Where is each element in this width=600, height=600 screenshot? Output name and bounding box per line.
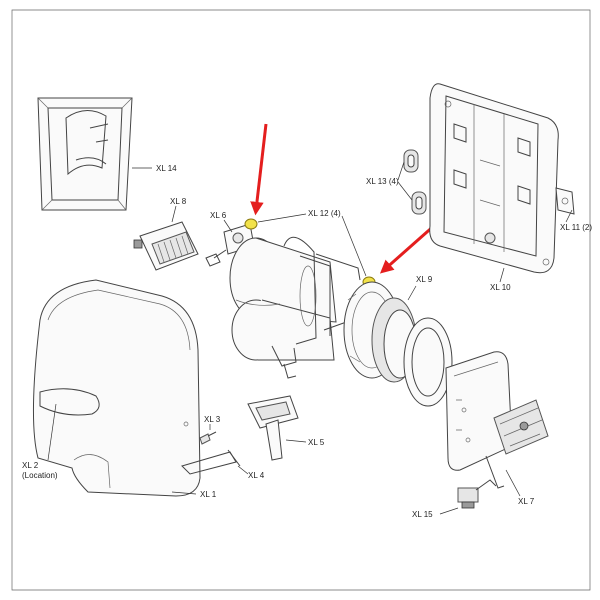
fan-ring-part bbox=[343, 281, 453, 407]
dryer-cover-part bbox=[32, 279, 201, 497]
label-xl9: XL 9 bbox=[416, 275, 433, 284]
highlighted-screw-left bbox=[244, 218, 258, 230]
mounting-clip-part bbox=[555, 187, 575, 215]
label-xl2-location: (Location) bbox=[22, 471, 58, 480]
motor-housing-part bbox=[229, 236, 361, 379]
label-xl5: XL 5 bbox=[308, 438, 325, 447]
label-xl4: XL 4 bbox=[248, 471, 265, 480]
wire-bracket-part bbox=[181, 449, 241, 475]
label-xl10: XL 10 bbox=[490, 283, 511, 292]
label-xl1: XL 1 bbox=[200, 490, 217, 499]
wall-box-part bbox=[37, 97, 133, 211]
label-xl8: XL 8 bbox=[170, 197, 187, 206]
label-xl6: XL 6 bbox=[210, 211, 227, 220]
label-xl14: XL 14 bbox=[156, 164, 177, 173]
label-xl11: XL 11 (2) bbox=[560, 223, 592, 232]
connector-part bbox=[457, 479, 497, 509]
label-xl3: XL 3 bbox=[204, 415, 221, 424]
heater-block-part bbox=[133, 221, 199, 271]
red-arrow-2 bbox=[379, 222, 437, 274]
label-xl13: XL 13 (4) bbox=[366, 177, 399, 186]
nozzle-part bbox=[247, 395, 299, 461]
label-xl7: XL 7 bbox=[518, 497, 535, 506]
label-xl15: XL 15 bbox=[412, 510, 433, 519]
label-xl2: XL 2 bbox=[22, 461, 39, 470]
back-plate-part bbox=[429, 83, 559, 274]
label-xl12: XL 12 (4) bbox=[308, 209, 341, 218]
label-xl2-name: XL 2 bbox=[22, 461, 39, 470]
control-board-part bbox=[445, 351, 549, 489]
red-arrow-1 bbox=[250, 123, 268, 216]
diagram-frame bbox=[11, 9, 591, 591]
grommet-parts bbox=[403, 149, 427, 215]
screw-part bbox=[199, 431, 217, 445]
